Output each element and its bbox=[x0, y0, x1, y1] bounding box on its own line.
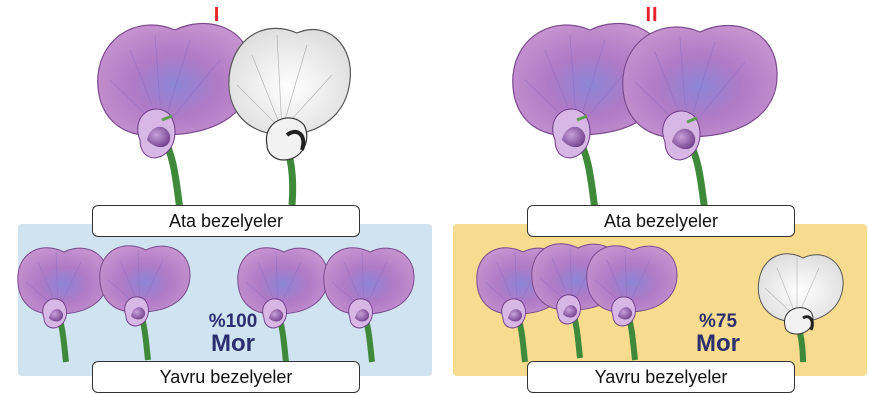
offspring-label: Yavru bezelyeler bbox=[92, 361, 360, 393]
color-word: Mor bbox=[193, 332, 273, 356]
offspring-ratio: %75 Mor bbox=[678, 312, 758, 356]
parent-label: Ata bezelyeler bbox=[92, 205, 360, 237]
parent-label: Ata bezelyeler bbox=[527, 205, 795, 237]
color-word: Mor bbox=[678, 332, 758, 356]
cross-panel-i: I Ata bezelyeler %100 Mor Yavru bezelyel… bbox=[0, 0, 434, 394]
percentage-text: %100 bbox=[193, 312, 273, 331]
purple-flower-icon bbox=[100, 246, 190, 360]
purple-flower-icon bbox=[324, 248, 414, 362]
percentage-text: %75 bbox=[678, 312, 758, 331]
cross-panel-ii: II Ata bezelyeler %75 Mor Yavru bezelyel… bbox=[435, 0, 869, 394]
purple-flower-icon bbox=[18, 248, 108, 362]
purple-flower-icon bbox=[587, 246, 677, 360]
white-flower-icon bbox=[758, 254, 843, 362]
offspring-label: Yavru bezelyeler bbox=[527, 361, 795, 393]
offspring-ratio: %100 Mor bbox=[193, 312, 273, 356]
offspring-flowers-illustration bbox=[435, 0, 869, 394]
